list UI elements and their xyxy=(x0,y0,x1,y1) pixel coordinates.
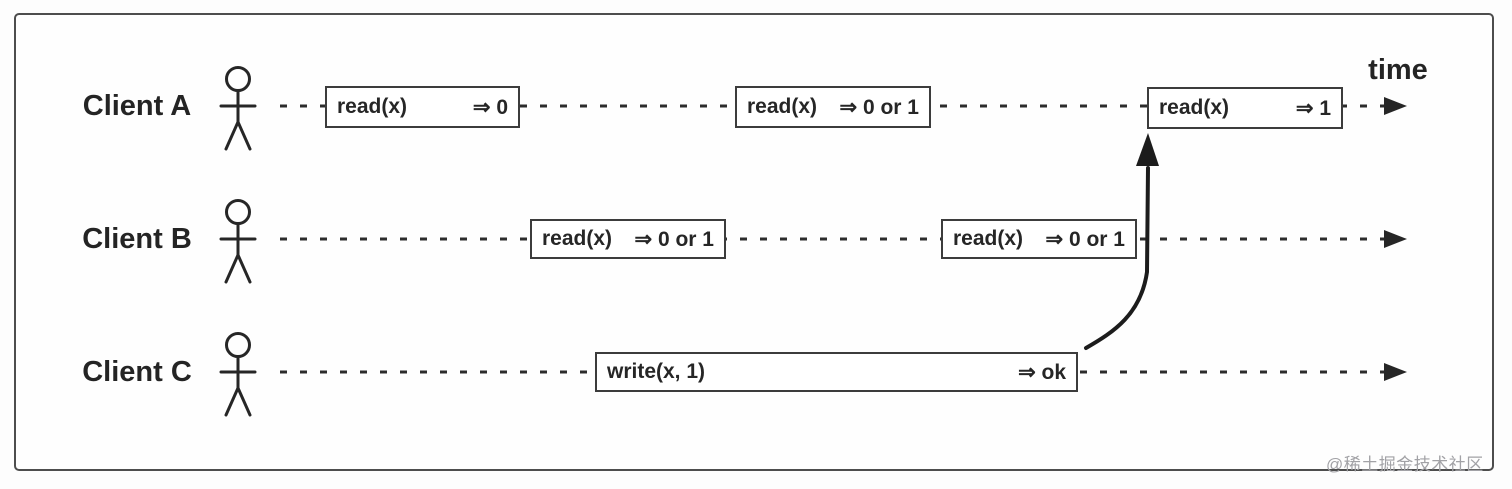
time-axis-label: time xyxy=(1368,54,1428,86)
event-box-a-read2: read(x) ⇒ 0 or 1 xyxy=(735,86,931,128)
timeline-c-arrowhead-icon xyxy=(1384,363,1407,381)
client-b-label: Client B xyxy=(82,223,192,255)
timeline-b-arrowhead-icon xyxy=(1384,230,1407,248)
event-op: read(x) xyxy=(747,95,818,118)
timeline-a-arrowhead-icon xyxy=(1384,97,1407,115)
person-icon-client-c xyxy=(219,332,257,417)
event-box-c-write: write(x, 1) ⇒ ok xyxy=(595,352,1078,392)
person-icon-client-b xyxy=(219,199,257,284)
event-result: ⇒ 0 or 1 xyxy=(839,95,919,119)
event-box-b-read2: read(x) ⇒ 0 or 1 xyxy=(941,219,1137,259)
client-a-label: Client A xyxy=(82,90,192,122)
event-result: ⇒ 1 xyxy=(1295,96,1331,120)
causality-arrowhead-icon xyxy=(1136,133,1159,166)
event-result: ⇒ 0 xyxy=(472,95,508,119)
event-op: read(x) xyxy=(1159,96,1230,119)
event-box-b-read1: read(x) ⇒ 0 or 1 xyxy=(530,219,726,259)
event-box-a-read3: read(x) ⇒ 1 xyxy=(1147,87,1343,129)
event-result: ⇒ 0 or 1 xyxy=(1045,227,1125,251)
event-box-a-read1: read(x) ⇒ 0 xyxy=(325,86,520,128)
event-result: ⇒ 0 or 1 xyxy=(634,227,714,251)
event-op: read(x) xyxy=(542,227,613,250)
person-icon-client-a xyxy=(219,66,257,151)
event-result: ⇒ ok xyxy=(1018,360,1066,384)
watermark-text: @稀土掘金技术社区 xyxy=(1326,455,1484,474)
causality-arrow xyxy=(1084,133,1159,350)
client-c-label: Client C xyxy=(82,356,192,388)
event-op: read(x) xyxy=(953,227,1024,250)
event-op: write(x, 1) xyxy=(607,360,706,383)
event-op: read(x) xyxy=(337,95,408,118)
